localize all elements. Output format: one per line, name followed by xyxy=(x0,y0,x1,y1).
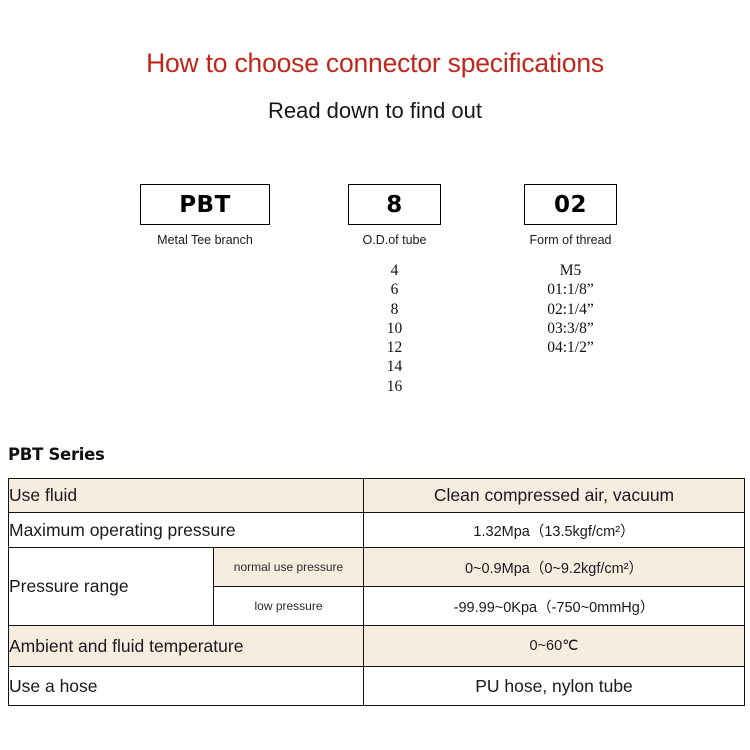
code-caption-series: Metal Tee branch xyxy=(157,233,253,247)
page-title: How to choose connector specifications xyxy=(146,48,604,78)
code-breakdown-diagram: PBT Metal Tee branch 8 O.D.of tube 4 6 8… xyxy=(0,184,750,414)
code-option: 01:1/8” xyxy=(547,281,594,299)
code-option: 04:1/2” xyxy=(547,339,594,357)
code-option: 12 xyxy=(386,339,403,357)
table-row: Pressure range normal use pressure 0~0.9… xyxy=(8,547,745,626)
code-column-tube: 8 O.D.of tube 4 6 8 10 12 14 16 xyxy=(348,184,441,396)
spec-label-pressure-range: Pressure range xyxy=(8,547,214,626)
code-caption-tube: O.D.of tube xyxy=(362,233,427,247)
spec-value-use-a-hose: PU hose, nylon tube xyxy=(363,666,745,706)
spec-value-normal-use-pressure: 0~0.9Mpa（0~9.2kgf/cm²） xyxy=(363,547,745,587)
table-row: Maximum operating pressure 1.32Mpa（13.5k… xyxy=(8,512,745,548)
spec-sublabel-low-pressure: low pressure xyxy=(213,586,364,626)
spec-value-ambient-fluid-temperature: 0~60℃ xyxy=(363,625,745,667)
code-option: 4 xyxy=(390,262,399,279)
spec-label-max-operating-pressure: Maximum operating pressure xyxy=(8,512,364,548)
code-option: 10 xyxy=(386,319,403,337)
table-row: Use a hose PU hose, nylon tube xyxy=(8,666,745,706)
page-subtitle: Read down to find out xyxy=(267,98,483,123)
table-row: low pressure -99.99~0Kpa（-750~0mmHg） xyxy=(9,586,745,626)
table-row: Ambient and fluid temperature 0~60℃ xyxy=(8,625,745,667)
code-box-series: PBT xyxy=(140,184,270,225)
code-option: 6 xyxy=(390,281,399,299)
code-column-thread: 02 Form of thread M5 01:1/8” 02:1/4” 03:… xyxy=(524,184,617,357)
series-heading: PBT Series xyxy=(8,445,105,464)
spec-sublabel-normal-use-pressure: normal use pressure xyxy=(213,547,364,587)
code-option: 03:3/8” xyxy=(547,319,594,337)
table-row: Use fluid Clean compressed air, vacuum xyxy=(8,478,745,513)
spec-value-low-pressure: -99.99~0Kpa（-750~0mmHg） xyxy=(363,586,745,626)
spec-value-max-operating-pressure: 1.32Mpa（13.5kgf/cm²） xyxy=(363,512,745,548)
code-box-tube: 8 xyxy=(348,184,441,225)
code-option: 14 xyxy=(386,358,403,376)
spec-label-ambient-fluid-temperature: Ambient and fluid temperature xyxy=(8,625,364,667)
code-option: 02:1/4” xyxy=(547,300,594,318)
code-options-tube: 4 6 8 10 12 14 16 xyxy=(348,261,441,396)
code-column-series: PBT Metal Tee branch xyxy=(140,184,270,261)
code-caption-thread: Form of thread xyxy=(529,233,612,247)
code-option: 16 xyxy=(386,377,403,395)
spec-label-use-fluid: Use fluid xyxy=(8,478,364,513)
spec-value-use-fluid: Clean compressed air, vacuum xyxy=(363,478,745,513)
spec-label-use-a-hose: Use a hose xyxy=(8,666,364,706)
code-option: 8 xyxy=(390,300,399,318)
code-box-thread: 02 xyxy=(524,184,617,225)
code-options-thread: M5 01:1/8” 02:1/4” 03:3/8” 04:1/2” xyxy=(524,261,617,357)
code-option: M5 xyxy=(559,262,582,279)
specification-table: Use fluid Clean compressed air, vacuum M… xyxy=(8,478,745,706)
